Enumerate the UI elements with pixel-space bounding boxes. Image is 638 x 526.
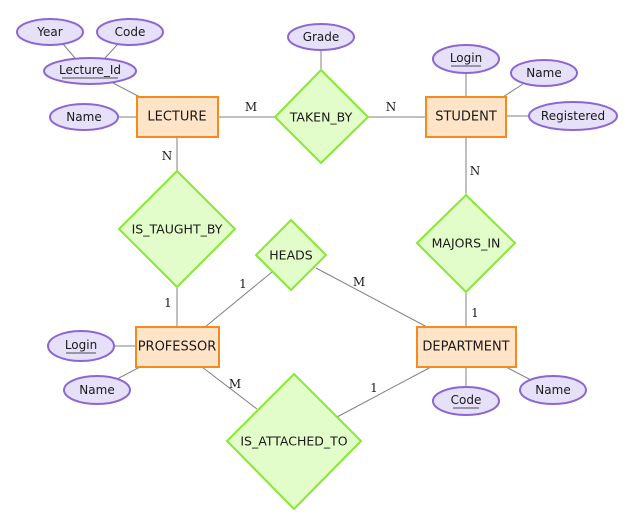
attribute-lecture-id[interactable]: Lecture_Id xyxy=(43,57,137,85)
attribute-label: Code xyxy=(115,25,146,39)
attribute-ellipse xyxy=(528,101,618,131)
relationship-label: IS_ATTACHED_TO xyxy=(240,434,347,449)
edge-heads-department xyxy=(315,267,428,328)
attribute-lecture-name[interactable]: Name xyxy=(49,103,119,131)
cardinality-lecture-istaughtby: N xyxy=(162,149,173,163)
edge-name-department xyxy=(505,366,532,381)
relationship-taken-by[interactable]: TAKEN_BY xyxy=(273,68,370,165)
attribute-registered[interactable]: Registered xyxy=(528,101,618,131)
entity-label: STUDENT xyxy=(435,110,497,125)
entity-department[interactable]: DEPARTMENT xyxy=(416,326,517,368)
attribute-ellipse xyxy=(510,59,578,87)
attribute-ellipse xyxy=(63,375,131,405)
entity-box xyxy=(136,96,219,138)
relationship-diamond xyxy=(117,169,237,289)
attribute-label: Name xyxy=(526,66,561,80)
attribute-label: Name xyxy=(535,383,570,397)
attribute-code[interactable]: Code xyxy=(96,18,164,46)
entity-label: LECTURE xyxy=(147,110,206,125)
edge-name-professor xyxy=(116,366,141,380)
attribute-department-code[interactable]: Code xyxy=(432,386,500,416)
relationship-diamond xyxy=(225,372,363,511)
cardinalities: M N N 1 1 M N 1 M 1 xyxy=(162,100,481,395)
entity-professor[interactable]: PROFESSOR xyxy=(135,326,220,368)
attribute-student-login[interactable]: Login xyxy=(432,44,500,74)
attribute-label: Registered xyxy=(541,109,605,123)
entity-student[interactable]: STUDENT xyxy=(425,96,507,138)
attribute-label: Name xyxy=(79,383,114,397)
attribute-year[interactable]: Year xyxy=(16,18,84,46)
entity-box xyxy=(135,326,220,368)
attribute-student-name[interactable]: Name xyxy=(510,59,578,87)
entity-box xyxy=(416,326,517,368)
attribute-label: Login xyxy=(65,338,97,352)
edge-professor-heads xyxy=(204,271,273,328)
cardinality-student-majorsin: N xyxy=(470,164,481,178)
attribute-ellipse xyxy=(47,330,115,362)
attribute-ellipse xyxy=(43,57,137,85)
relationship-label: HEADS xyxy=(269,248,312,263)
attribute-ellipse xyxy=(49,103,119,131)
attribute-label: Grade xyxy=(303,30,340,44)
attribute-professor-login[interactable]: Login xyxy=(47,330,115,362)
entity-lecture[interactable]: LECTURE xyxy=(136,96,219,138)
attribute-label: Login xyxy=(450,51,482,65)
relationship-is-taught-by[interactable]: IS_TAUGHT_BY xyxy=(117,169,237,289)
entity-label: PROFESSOR xyxy=(138,340,217,355)
attribute-label: Name xyxy=(66,110,101,124)
edge-name-student xyxy=(502,83,524,98)
cardinality-professor-heads: 1 xyxy=(239,277,247,291)
relationship-majors-in[interactable]: MAJORS_IN xyxy=(415,193,517,294)
edge-code-lectureid xyxy=(104,43,119,59)
attribute-ellipse xyxy=(96,18,164,46)
edge-lectureid-lecture xyxy=(112,82,141,98)
entity-box xyxy=(425,96,507,138)
attribute-ellipse xyxy=(16,18,84,46)
cardinality-majorsin-department: 1 xyxy=(471,306,479,320)
cardinality-heads-department: M xyxy=(353,275,365,289)
cardinality-istaughtby-professor: 1 xyxy=(164,296,172,310)
attribute-label: Year xyxy=(36,25,62,39)
attribute-department-name[interactable]: Name xyxy=(519,375,587,405)
attribute-label: Lecture_Id xyxy=(59,63,121,77)
attribute-grade[interactable]: Grade xyxy=(287,23,355,51)
cardinality-takenby-student: N xyxy=(386,100,397,114)
cardinality-isattachedto-department: 1 xyxy=(370,381,378,395)
cardinality-professor-isattachedto: M xyxy=(229,377,241,391)
edge-isattachedto-department xyxy=(336,366,432,418)
entity-label: DEPARTMENT xyxy=(422,340,509,355)
attribute-ellipse xyxy=(432,44,500,74)
edges xyxy=(62,43,532,418)
edge-year-lectureid xyxy=(62,43,76,59)
attribute-ellipse xyxy=(287,23,355,51)
relationship-diamond xyxy=(273,68,370,165)
edge-professor-isattachedto xyxy=(201,366,258,410)
attribute-label: Code xyxy=(451,393,482,407)
relationship-label: TAKEN_BY xyxy=(289,110,353,125)
attribute-ellipse xyxy=(432,386,500,416)
relationship-diamond xyxy=(415,193,517,294)
relationship-heads[interactable]: HEADS xyxy=(254,218,328,292)
attribute-ellipse xyxy=(519,375,587,405)
relationship-is-attached-to[interactable]: IS_ATTACHED_TO xyxy=(225,372,363,511)
relationship-diamond xyxy=(254,218,328,292)
relationship-label: IS_TAUGHT_BY xyxy=(132,222,223,237)
relationship-label: MAJORS_IN xyxy=(432,236,501,251)
attribute-professor-name[interactable]: Name xyxy=(63,375,131,405)
cardinality-lecture-takenby: M xyxy=(245,100,257,114)
